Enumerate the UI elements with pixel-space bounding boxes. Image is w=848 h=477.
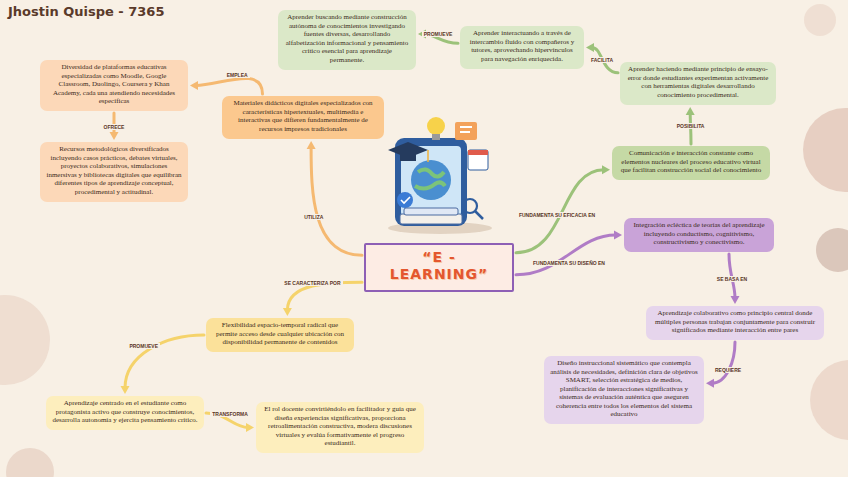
node-text: Flexibilidad espacio-temporal radical qu… xyxy=(212,321,348,347)
node-text: El rol docente convirtiéndolo en facilit… xyxy=(262,405,418,448)
central-topic: “E - LEARNING” xyxy=(364,243,514,292)
connector xyxy=(307,141,362,255)
blob xyxy=(816,228,848,272)
edge-label: FUNDAMENTA SU DISEÑO EN xyxy=(531,260,607,266)
node-text: Aprender interactuando a través de inter… xyxy=(466,29,578,63)
node-text: Diseño instruccional sistemático que con… xyxy=(550,359,698,419)
arrowhead xyxy=(731,296,740,304)
edge-label: FACILITA xyxy=(589,57,615,63)
arrowhead xyxy=(706,379,714,388)
blob xyxy=(803,108,848,192)
connector xyxy=(586,43,618,73)
arrowhead xyxy=(246,423,254,432)
concept-box: Aprender haciendo mediante principio de … xyxy=(620,62,776,105)
connector xyxy=(706,342,735,388)
connector-line xyxy=(287,282,362,310)
connector xyxy=(418,30,458,44)
concept-box: Aprendizaje colaborativo como principio … xyxy=(646,306,824,340)
concept-box: Integración ecléctica de teorías del apr… xyxy=(624,218,774,252)
connector xyxy=(190,78,263,94)
arrowhead xyxy=(686,107,695,115)
concept-box: Comunicación e interacción constante com… xyxy=(612,146,770,180)
concept-box: Flexibilidad espacio-temporal radical qu… xyxy=(206,318,354,352)
connector-line xyxy=(689,113,693,144)
node-text: Integración ecléctica de teorías del apr… xyxy=(630,221,768,247)
concept-box: Materiales didácticos digitales especial… xyxy=(222,96,384,139)
arrowhead xyxy=(586,43,594,52)
edge-label: PROMUEVE xyxy=(127,343,160,349)
concept-box: Diseño instruccional sistemático que con… xyxy=(544,356,704,424)
connector xyxy=(283,282,362,316)
arrowhead xyxy=(190,81,198,90)
arrowhead xyxy=(283,308,292,316)
connector-line xyxy=(196,78,263,94)
connector-line xyxy=(125,335,204,388)
blob xyxy=(804,4,836,36)
edge-label: OFRECE xyxy=(102,124,127,130)
blob xyxy=(6,448,54,477)
concept-box: Aprender interactuando a través de inter… xyxy=(460,26,584,69)
edge-label: FUNDAMENTA SU EFICACIA EN xyxy=(517,212,597,218)
connector-line xyxy=(311,147,362,255)
topic-title: “E - LEARNING” xyxy=(372,249,506,283)
node-text: Comunicación e interacción constante com… xyxy=(618,149,764,175)
edge-label: SE CARACTERIZA POR xyxy=(282,280,342,286)
edge-label: PROMUEVE xyxy=(422,31,455,37)
node-text: Aprendizaje centrado en el estudiante co… xyxy=(52,399,198,425)
node-text: Aprendizaje colaborativo como principio … xyxy=(652,309,818,335)
concept-box: Aprendizaje centrado en el estudiante co… xyxy=(46,396,204,430)
node-text: Materiales didácticos digitales especial… xyxy=(228,99,378,133)
elearning-illustration xyxy=(388,117,492,234)
node-text: Aprender haciendo mediante principio de … xyxy=(626,65,770,99)
node-text: Diversidad de plataformas educativas esp… xyxy=(46,63,182,106)
page-title: Jhostin Quispe - 7365 xyxy=(8,4,164,19)
concept-box: Aprender buscando mediante construcción … xyxy=(278,10,416,70)
arrowhead xyxy=(110,132,119,140)
node-text: Aprender buscando mediante construcción … xyxy=(284,13,410,64)
blob xyxy=(810,360,848,440)
edge-label: SE BASA EN xyxy=(715,276,749,282)
edge-label: UTILIZA xyxy=(302,214,325,220)
node-text: Recursos metodológicos diversificados in… xyxy=(46,145,182,196)
connector-line xyxy=(712,342,735,383)
concept-box: Recursos metodológicos diversificados in… xyxy=(40,142,188,202)
concept-box: Diversidad de plataformas educativas esp… xyxy=(40,60,188,111)
edge-label: EMPLEA xyxy=(225,72,250,78)
concept-box: El rol docente convirtiéndolo en facilit… xyxy=(256,402,424,453)
connector xyxy=(121,335,205,394)
edge-label: TRANSFORMA xyxy=(210,411,250,417)
edge-label: REQUIERE xyxy=(713,367,743,373)
arrowhead xyxy=(121,386,130,394)
arrowhead xyxy=(614,231,622,240)
blob xyxy=(0,295,50,385)
arrowhead xyxy=(602,165,610,174)
arrowhead xyxy=(307,141,316,149)
connector xyxy=(516,231,622,275)
edge-label: POSIBILITA xyxy=(675,123,707,129)
connector-line xyxy=(516,235,616,275)
